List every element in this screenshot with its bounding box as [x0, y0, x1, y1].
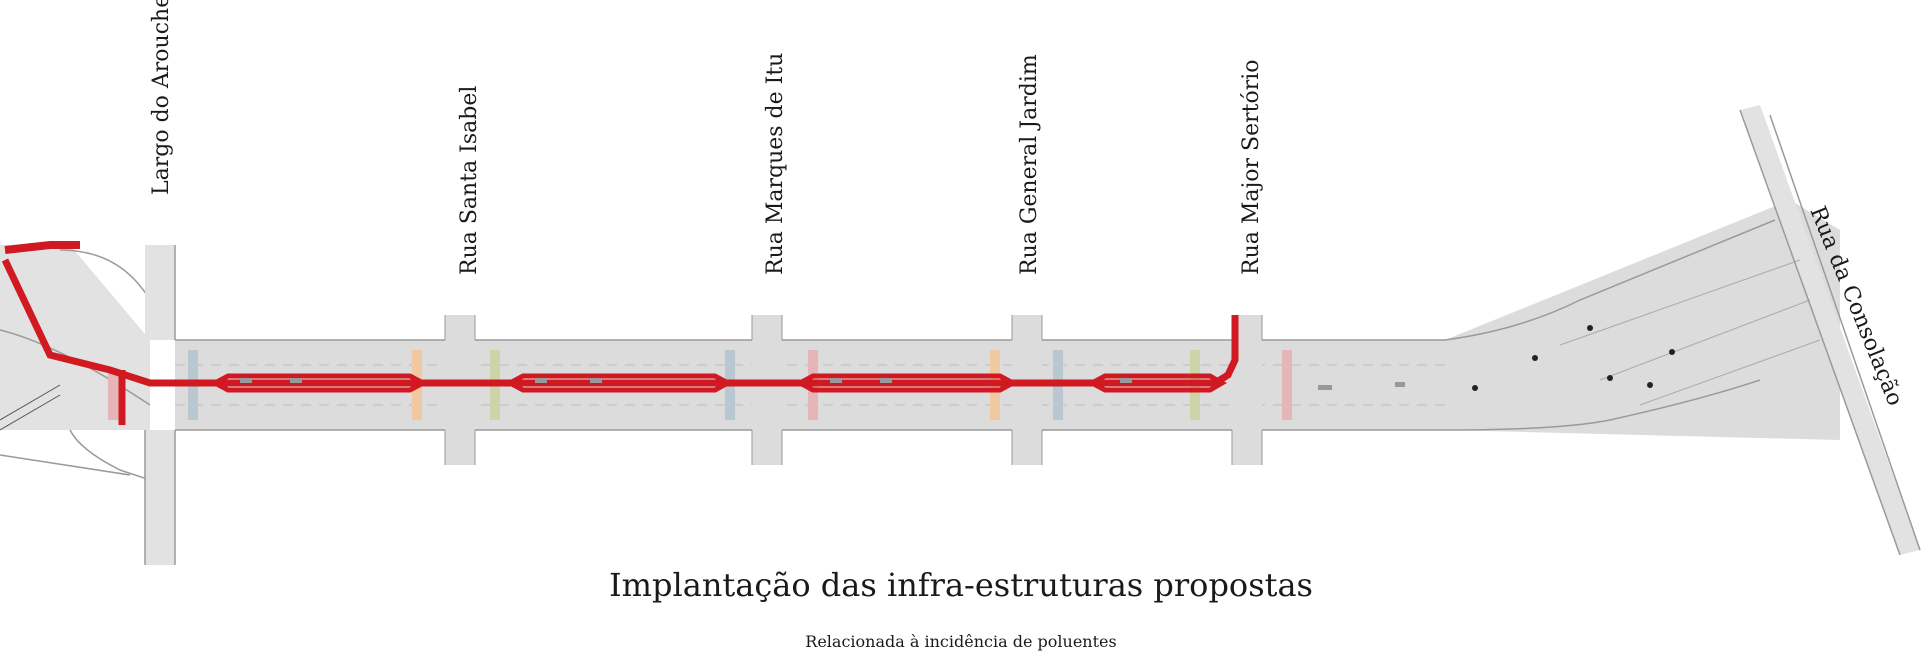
street-label-largo-arouche: Largo do Arouche [149, 0, 174, 195]
cross-streets [444, 315, 1263, 465]
street-label-major-sertorio: Rua Major Sertório [1239, 59, 1264, 275]
cross-street-north [145, 245, 175, 340]
proposed-route [1, 241, 1405, 425]
consolacao-approach [1444, 105, 1921, 556]
largo-arouche-roads [0, 245, 176, 565]
street-label-marques-itu: Rua Marques de Itu [763, 53, 788, 275]
street-label-general-jardim: Rua General Jardim [1017, 54, 1042, 275]
plan-subtitle: Relacionada à incidência de poluentes [805, 632, 1117, 651]
street-label-santa-isabel: Rua Santa Isabel [457, 86, 482, 275]
cross-street-south [145, 430, 175, 565]
plan-title: Implantação das infra-estruturas propost… [609, 566, 1313, 604]
